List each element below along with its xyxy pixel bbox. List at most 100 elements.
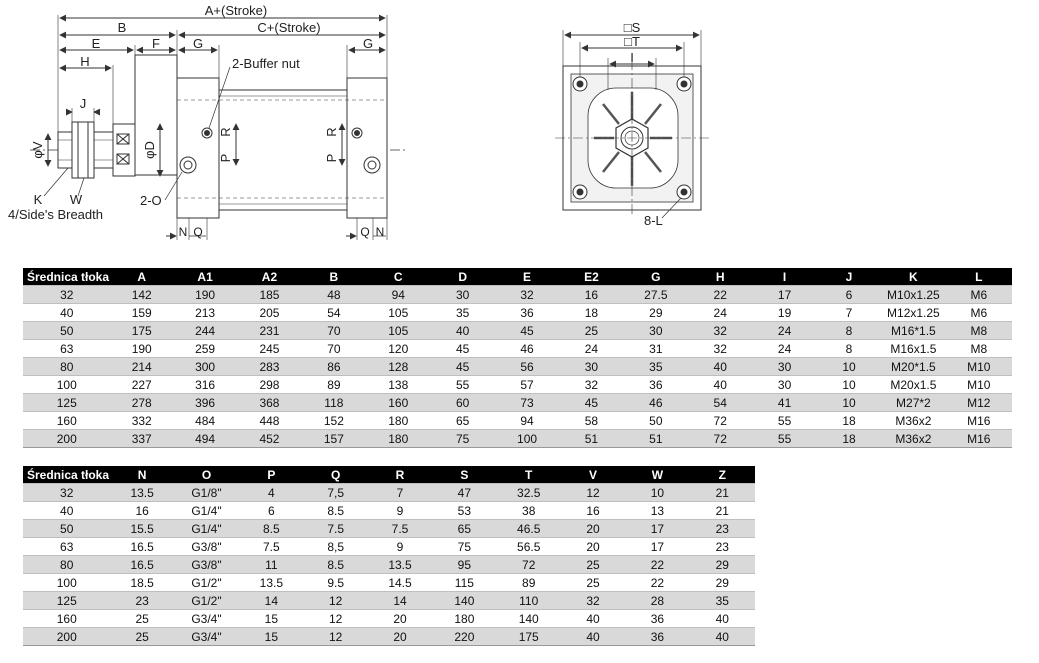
table-cell: 9.5	[303, 573, 368, 592]
table-cell: 200	[23, 429, 111, 448]
label-q-left: Q	[193, 225, 202, 239]
column-header: L	[945, 268, 1012, 286]
column-header: Z	[689, 466, 755, 484]
table-cell: 100	[23, 573, 111, 592]
table-cell: M16	[945, 429, 1012, 448]
label-n-left: N	[179, 225, 188, 239]
table-cell: 45	[430, 357, 495, 376]
table-cell: 12	[303, 591, 368, 610]
label-s: □S	[624, 20, 641, 35]
table-cell: 70	[301, 339, 367, 358]
table-cell: 13.5	[239, 573, 304, 592]
table-cell: 180	[366, 429, 431, 448]
table-cell: 35	[689, 591, 755, 610]
table-cell: 94	[494, 411, 560, 430]
table-cell: 452	[237, 429, 302, 448]
table-cell: 72	[688, 411, 753, 430]
table-cell: M27*2	[881, 393, 946, 412]
label-w: W	[70, 192, 83, 207]
table-cell: 17	[625, 537, 690, 556]
table-cell: 31	[623, 339, 689, 358]
table-cell: 36	[623, 375, 689, 394]
table-cell: 140	[496, 609, 561, 628]
table-cell: 57	[494, 375, 560, 394]
column-header: Q	[303, 466, 368, 484]
table-cell: 337	[110, 429, 173, 448]
cylinder-side-view	[30, 14, 408, 240]
table-cell: 63	[23, 537, 111, 556]
table-cell: 40	[560, 627, 626, 646]
label-buffer-nut: 2-Buffer nut	[232, 56, 300, 71]
table-cell: 15	[239, 627, 304, 646]
table-cell: 32	[560, 591, 626, 610]
label-g-right: G	[363, 36, 373, 51]
column-header: Średnica tłoka	[23, 466, 111, 484]
table-cell: 36	[625, 627, 690, 646]
table-cell: 8.5	[239, 519, 304, 538]
table-cell: 21	[689, 501, 755, 520]
table-cell: 152	[301, 411, 367, 430]
table-cell: M10	[945, 357, 1012, 376]
table-cell: 35	[623, 357, 689, 376]
table-cell: 54	[301, 303, 367, 322]
table-cell: 18.5	[110, 573, 174, 592]
column-header: G	[623, 268, 689, 286]
label-side-breadth: 4/Side's Breadth	[8, 207, 103, 222]
table-cell: M20*1.5	[881, 357, 946, 376]
table-cell: 12	[560, 483, 626, 502]
table-cell: 22	[625, 573, 690, 592]
column-header: S	[432, 466, 497, 484]
table-cell: 7.5	[367, 519, 433, 538]
table-cell: 50	[23, 321, 111, 340]
table-cell: 15.5	[110, 519, 174, 538]
table-cell: 30	[752, 357, 817, 376]
table-cell: 51	[559, 429, 624, 448]
table-cell: 20	[367, 627, 433, 646]
table-cell: 47	[432, 483, 497, 502]
table-cell: 32	[23, 483, 111, 502]
table-cell: 7.5	[303, 519, 368, 538]
table-cell: 298	[237, 375, 302, 394]
label-q-right: Q	[360, 225, 369, 239]
column-header: K	[881, 268, 946, 286]
table-cell: 190	[172, 285, 238, 304]
table-cell: 45	[559, 393, 624, 412]
table-cell: 55	[430, 375, 495, 394]
table-cell: 185	[237, 285, 302, 304]
table-cell: 484	[172, 411, 238, 430]
table-cell: M8	[945, 321, 1012, 340]
column-header: O	[173, 466, 240, 484]
table-cell: 8.5	[303, 555, 368, 574]
table-cell: 205	[237, 303, 302, 322]
table-cell: 86	[301, 357, 367, 376]
table-cell: 13.5	[367, 555, 433, 574]
table-cell: 23	[689, 519, 755, 538]
table-cell: M36x2	[881, 411, 946, 430]
table-cell: 80	[23, 357, 111, 376]
table-cell: 9	[367, 501, 433, 520]
table-cell: G1/2"	[173, 591, 240, 610]
table-cell: 17	[752, 285, 817, 304]
table-cell: 175	[110, 321, 173, 340]
column-header: E2	[559, 268, 624, 286]
table-cell: 16	[110, 501, 174, 520]
table-cell: G3/8"	[173, 537, 240, 556]
table-cell: 30	[430, 285, 495, 304]
table-cell: 32	[559, 375, 624, 394]
column-header: T	[496, 466, 561, 484]
table-cell: 32	[494, 285, 560, 304]
table-cell: 40	[430, 321, 495, 340]
label-h: H	[80, 54, 89, 69]
table-cell: 6	[239, 501, 304, 520]
table-cell: 18	[816, 429, 882, 448]
label-phi-v: φV	[30, 141, 45, 158]
table-cell: 4	[239, 483, 304, 502]
table-cell: 73	[494, 393, 560, 412]
table-cell: 24	[752, 321, 817, 340]
